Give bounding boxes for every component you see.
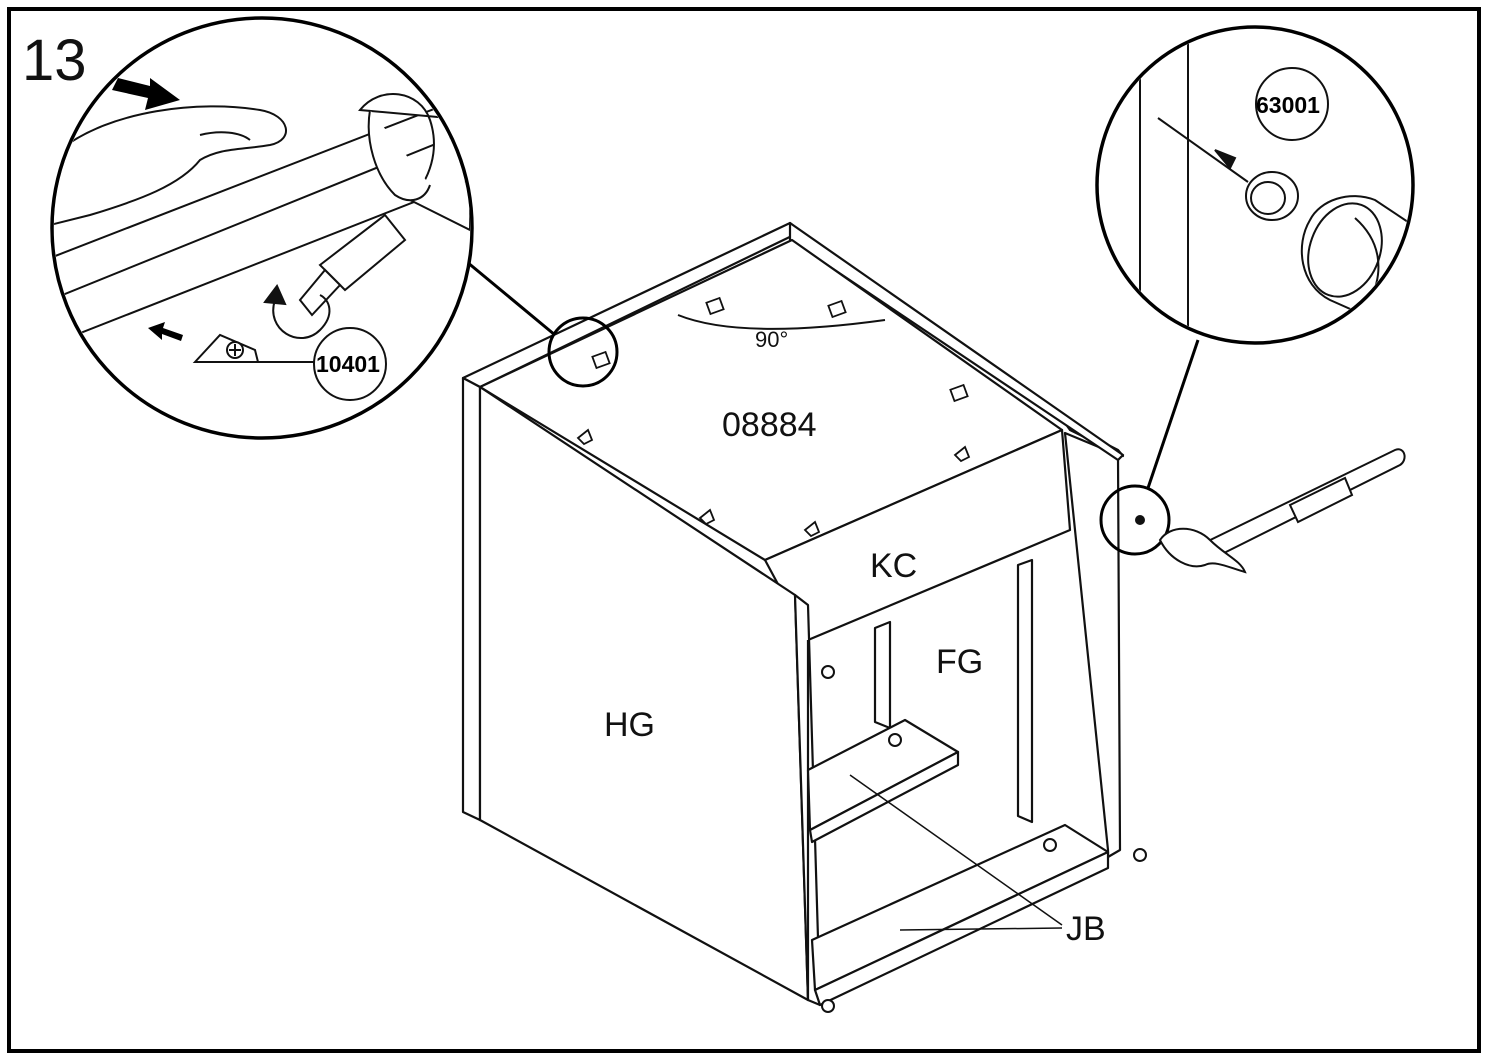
cam-lock-marker	[576, 428, 594, 446]
cam-lock-marker	[949, 383, 969, 403]
cabinet	[461, 221, 1125, 1007]
cam-lock-marker	[705, 296, 725, 316]
left-side-panel-edge	[461, 376, 482, 822]
callout-connector-left	[466, 260, 556, 337]
rotation-arrow-icon	[272, 294, 331, 340]
jb-leader-line	[849, 774, 1063, 926]
right-slide	[1016, 558, 1034, 824]
screw	[821, 665, 835, 679]
screw	[821, 999, 835, 1013]
middle-shelf-edge	[808, 750, 960, 844]
screw	[1043, 838, 1057, 852]
small-callout-left	[547, 316, 619, 388]
hammer	[1135, 448, 1406, 574]
front-rail-label: KC	[870, 547, 917, 585]
step-number: 13	[22, 28, 87, 93]
hand	[54, 105, 287, 227]
top-panel-label: 08884	[722, 406, 817, 444]
push-arrow-icon	[112, 78, 180, 110]
screw	[1133, 848, 1147, 862]
cam-lock-marker	[953, 445, 971, 463]
jb-leader-line	[899, 927, 1063, 931]
left-slide	[873, 620, 892, 730]
bumper-part-number: 63001	[1256, 92, 1320, 118]
callout-connector-right	[1146, 339, 1200, 489]
cam-lock-markers	[576, 296, 971, 538]
screws	[821, 665, 1147, 1013]
screw	[888, 733, 902, 747]
side-panel-label: HG	[604, 706, 655, 744]
cam-lock-marker	[591, 350, 611, 370]
nail	[1157, 117, 1249, 183]
page-frame	[7, 7, 1481, 1053]
part-number-bubble	[1255, 67, 1329, 141]
cam-lock-marker	[803, 520, 821, 538]
cam-lock-marker	[698, 508, 716, 526]
angle-arc	[677, 314, 886, 330]
part-number-bubble	[313, 327, 387, 401]
right-detail-callout: 63001	[1095, 25, 1415, 345]
cam-lock-marker	[827, 299, 847, 319]
left-detail-callout: 10401	[50, 16, 474, 440]
bottom-shelf	[810, 823, 1110, 992]
top-right-edge	[788, 221, 1125, 462]
small-callout-right	[1099, 484, 1171, 556]
cam-lock-part-number: 10401	[316, 351, 380, 377]
angle-label: 90°	[755, 327, 788, 352]
shelves-label: JB	[1066, 910, 1106, 948]
direction-arrow-icon	[148, 322, 183, 341]
back-panel-label: FG	[936, 643, 983, 681]
